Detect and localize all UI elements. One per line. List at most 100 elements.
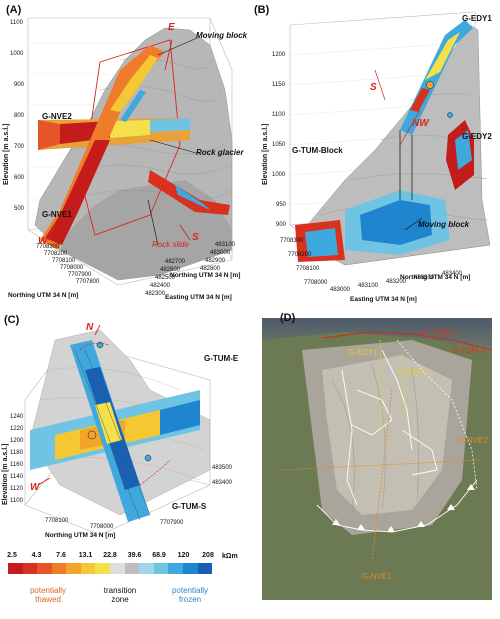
panel-a-y-axis-label: Elevation [m a.s.l.] [3,123,10,185]
legend-tick: 4.3 [31,552,42,559]
legend-frozen-label: potentially frozen [171,586,209,604]
panel-c-y-tick: 1220 [10,426,24,432]
panel-a-direction-s: S [192,232,199,243]
panel-c-y-tick: 1240 [10,414,24,420]
legend-color-cell [22,563,38,574]
panel-b-northing-tick: 7708000 [304,280,328,286]
panel-c-y-tick: 1120 [10,486,23,492]
panel-a-easting-label: Easting UTM 34 N [m] [165,294,232,301]
panel-a-easting-tick: 482900 [205,258,226,264]
legend-tick: 120 [177,552,190,559]
panel-c-label: (C) [4,314,20,326]
legend-color-cell [8,563,23,574]
legend-color-cell [80,563,96,574]
panel-c-northing-label: Northing UTM 34 N [m] [45,532,116,539]
legend-unit: kΩm [222,553,238,560]
panel-a-y-tick: 1000 [10,51,24,57]
panel-a-northing-tick: 7708200 [44,251,68,257]
legend-color-cell [66,563,81,574]
panel-a-northing-label: Northing UTM 34 N [m] [8,292,79,299]
legend-tick: 208 [202,552,214,559]
panel-a-northing-tick: 7707800 [76,279,100,285]
panel-b-easting-tick: 483300 [414,275,435,281]
panel-a-moving-block-label: Moving block [196,31,248,40]
panel-d-g-tum-s-label: G-TUM-S [452,346,487,355]
panel-a-direction-e: E [168,22,175,33]
panel-b-direction-nw: NW [412,118,429,129]
legend-tick: 7.6 [56,552,66,559]
panel-c-y-axis-label: Elevation [m a.s.l.] [2,443,9,505]
legend-tick: 68.9 [152,552,166,559]
legend-transition-label: transition zone [103,586,137,604]
legend-color-cell [124,563,140,574]
legend-thawed-label: potentially thawed [29,586,67,604]
panel-a-y-tick: 800 [14,113,25,119]
panel-b-y-tick: 900 [276,222,287,228]
panel-a: (A) Elevation [m a.s.l.] 1100 1000 900 8… [0,0,250,305]
panel-d-label: (D) [280,312,296,324]
panel-d-g-edy1-label: G-EDY1 [348,348,378,357]
panel-c-y-tick: 1140 [10,474,23,480]
panel-d-g-tum-e-label: G-TUM-E [422,328,457,337]
panel-d: (D) G-TUM-E G-TUM-S G-EDY1 G-EDY2 G-NVE2… [262,310,500,602]
panel-b-direction-s: S [370,82,377,93]
panel-c-graphic [24,324,211,536]
panel-a-y-tick: 900 [14,82,25,88]
legend-color-cell [168,563,183,574]
legend-color-cell [95,563,111,574]
legend-color-bar [8,563,213,574]
panel-a-g-nve1-label: G-NVE1 [42,210,72,219]
panel-a-northing-tick: 7708100 [52,258,76,264]
panel-d-g-nve1-label: G-NVE1 [362,572,392,581]
panel-c-y-tick: 1160 [10,462,23,468]
panel-a-y-tick: 600 [14,175,25,181]
legend-color-cell [153,563,169,574]
panel-c-northing-tick: 7708000 [90,524,114,530]
panel-c-easting-tick: 483400 [212,480,233,486]
legend-tick: 22.8 [103,552,117,559]
panel-a-label: (A) [6,4,22,16]
panel-b-label: (B) [254,4,270,16]
panel-c: (C) Elevation [m a.s.l.] 1240 1220 1200 … [0,310,250,545]
panel-c-g-tum-e-label: G-TUM-E [204,354,239,363]
panel-b-y-axis-label: Elevation [m a.s.l.] [262,123,269,185]
panel-b-y-tick: 1000 [272,172,286,178]
panel-c-g-tum-s-label: G-TUM-S [172,502,207,511]
panel-a-easting-tick: 483000 [210,250,231,256]
panel-a-northing-right-label: Northing UTM 34 N [m] [170,272,241,279]
panel-c-direction-w: W [30,482,40,493]
panel-b-moving-block-label: Moving block [418,220,470,229]
panel-a-direction-w: W [38,236,48,247]
panel-d-g-nve2-label: G-NVE2 [458,436,488,445]
panel-b-northing-label: Northing UTM 34 N [m] [400,274,471,281]
legend-color-cell [37,563,52,574]
panel-c-northing-tick: 7707900 [160,520,184,526]
legend-color-cell [182,563,198,574]
panel-a-easting-tick: 482500 [155,275,176,281]
panel-c-y-tick: 1180 [10,450,23,456]
panel-a-northing-tick: 7707900 [68,272,92,278]
panel-b-y-tick: 1150 [272,82,285,88]
panel-b-easting-tick: 483200 [386,279,407,285]
legend-color-cell [197,563,213,574]
panel-b-g-edy2-label: G-EDY2 [462,132,492,141]
panel-b-easting-label: Easting UTM 34 N [m] [350,296,417,303]
panel-b-y-tick: 1200 [272,52,286,58]
legend-tick: 39.6 [127,552,142,559]
panel-b-g-tum-block-label: G-TUM-Block [292,146,343,155]
panel-b-graphic [289,11,491,266]
panel-b-northing-tick: 7708100 [296,266,320,272]
panel-c-y-tick: 1200 [10,438,24,444]
panel-a-easting-tick: 482800 [200,266,221,272]
panel-d-photo [262,318,493,600]
panel-a-rock-slide-label: Rock slide [152,240,189,249]
legend-color-cell [110,563,125,574]
panel-a-g-nve2-label: G-NVE2 [42,112,72,121]
panel-a-northing-tick: 7708300 [36,244,60,250]
panel-d-g-edy2-label: G-EDY2 [398,368,428,377]
panel-b: (B) Elevation [m a.s.l.] 1200 1150 1100 … [250,0,500,305]
panel-b-northing-tick: 7708300 [280,238,304,244]
panel-b-easting-tick: 483100 [358,283,379,289]
panel-a-easting-tick: 482400 [150,283,171,289]
